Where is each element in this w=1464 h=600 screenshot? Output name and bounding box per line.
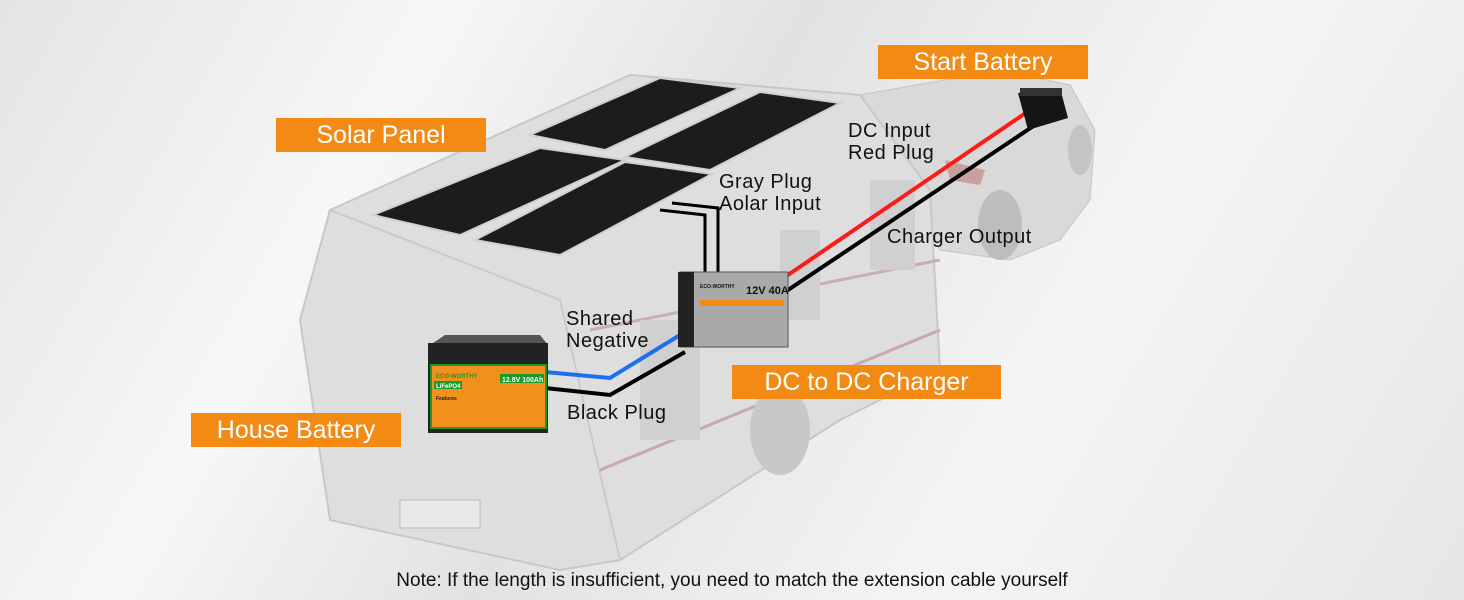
dc-dc-charger: ECO-WORTHY 12V 40A (678, 271, 789, 348)
black-plug-label: Black Plug (567, 402, 667, 424)
dc-input-line1: DC Input (848, 120, 931, 142)
red-wire (783, 108, 1032, 279)
charger-output-label: Charger Output (887, 226, 1032, 248)
gray-plug-wire-1 (659, 208, 707, 275)
house-battery: ECO-WORTHY LiFePO4 12.8V 100Ah Features (428, 335, 548, 433)
black-plug-wire (544, 350, 686, 398)
house-battery-brand: ECO-WORTHY (436, 374, 478, 380)
dc-charger-tag: DC to DC Charger (732, 365, 1001, 399)
shared-negative-label: Shared Negative (566, 308, 649, 352)
black-output-wire (783, 123, 1037, 294)
gray-plug-line1: Gray Plug (719, 171, 813, 193)
house-battery-tag: House Battery (191, 413, 401, 447)
blue-wire (544, 333, 682, 381)
house-battery-features: Features (436, 396, 457, 402)
house-battery-spec: 12.8V 100Ah (502, 377, 543, 384)
dc-input-line2: Red Plug (848, 142, 935, 164)
start-battery (1018, 88, 1068, 130)
gray-plug-line2: Aolar Input (719, 193, 822, 215)
solar-panel-tag: Solar Panel (276, 118, 486, 152)
start-battery-tag: Start Battery (878, 45, 1088, 79)
gray-plug-wire-2 (671, 201, 720, 275)
dc-input-label: DC Input Red Plug (848, 120, 934, 164)
shared-negative-line2: Negative (566, 330, 649, 352)
house-battery-chem: LiFePO4 (436, 384, 461, 390)
charger-brand: ECO-WORTHY (700, 284, 735, 290)
solar-panels (369, 76, 844, 257)
shared-negative-line1: Shared (566, 308, 634, 330)
charger-spec: 12V 40A (746, 285, 789, 297)
footnote: Note: If the length is insufficient, you… (396, 570, 1068, 591)
gray-plug-label: Gray Plug Aolar Input (719, 171, 821, 215)
wires (544, 108, 1037, 398)
